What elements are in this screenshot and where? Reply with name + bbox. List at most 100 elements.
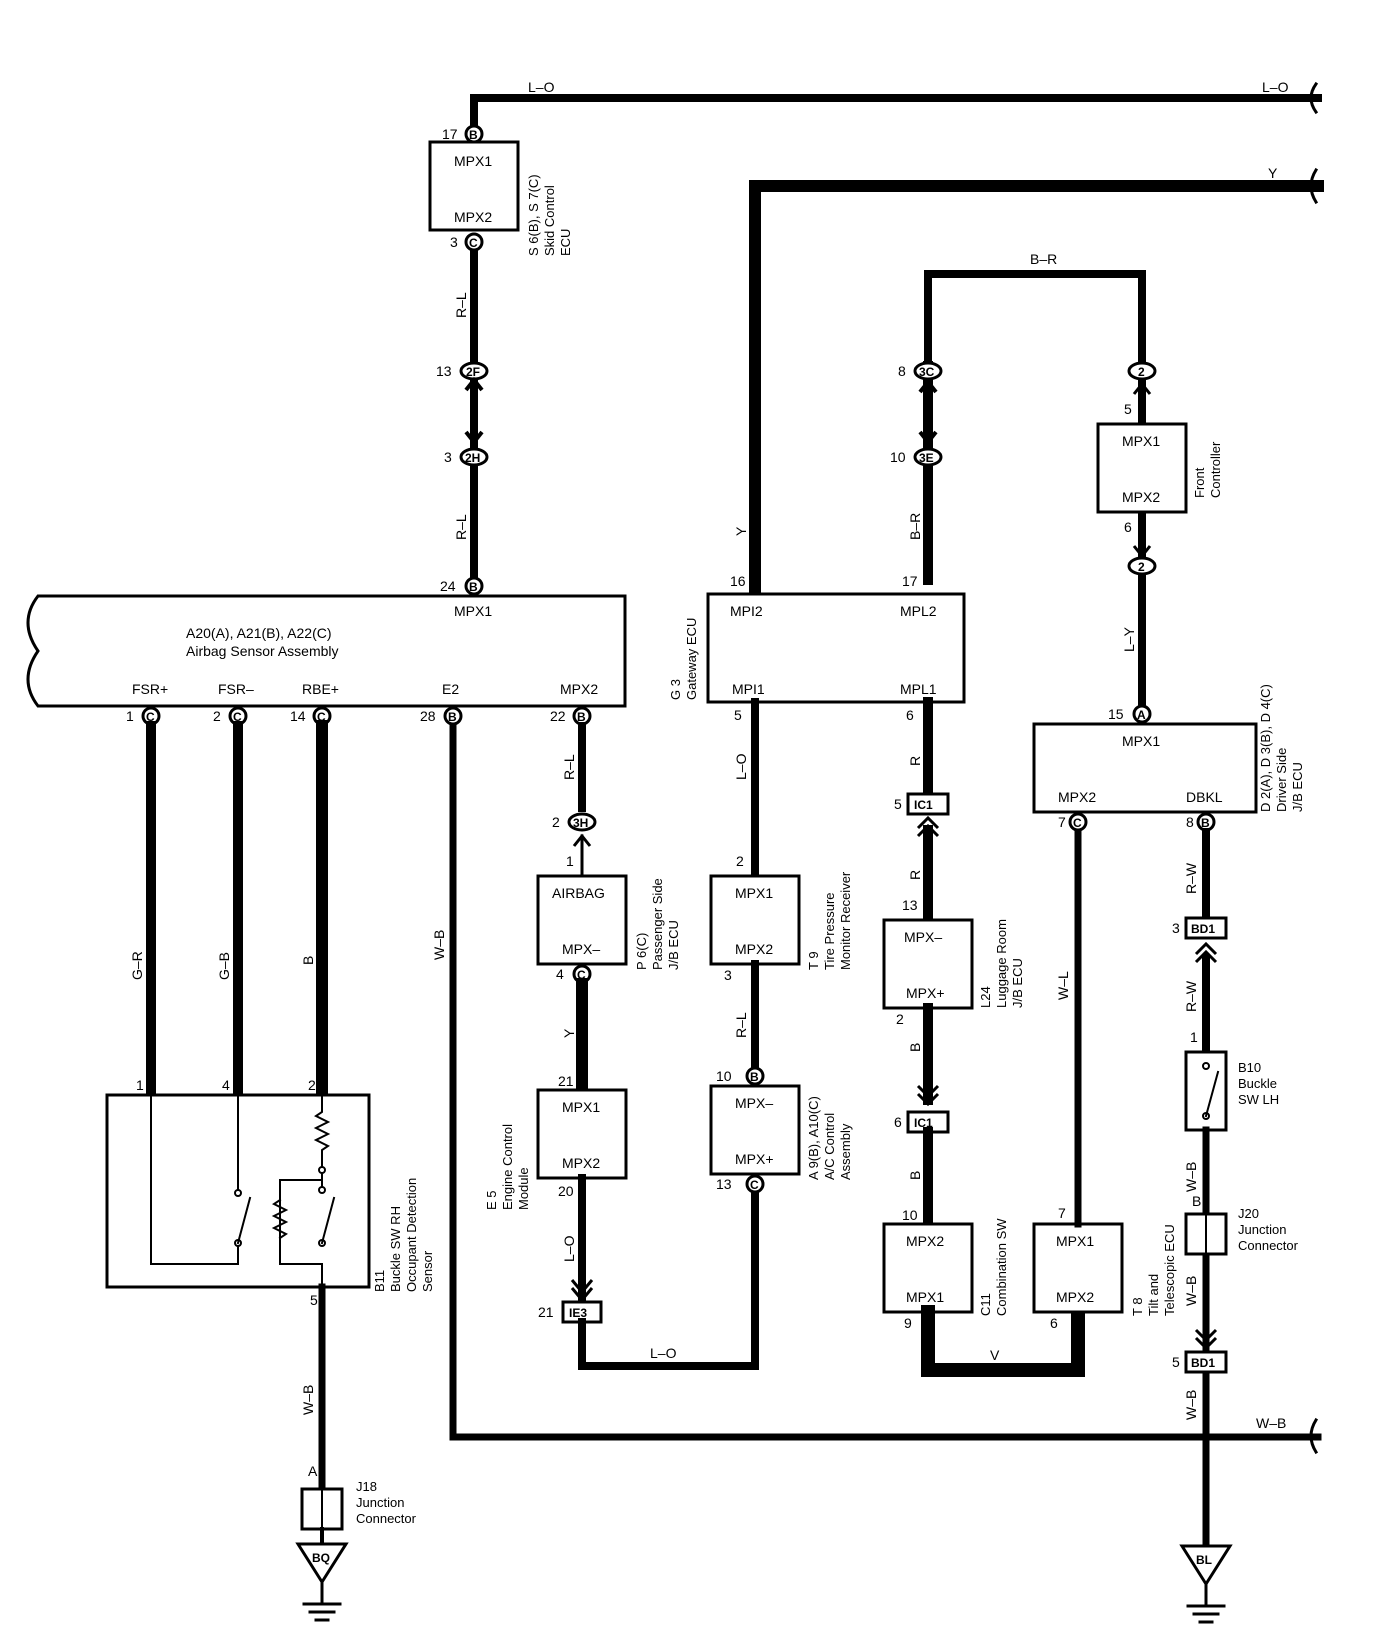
connector-letter: C — [577, 968, 586, 982]
wire-label: R — [907, 870, 923, 880]
ac-mpx-minus: MPX– — [735, 1095, 773, 1111]
component-label: Tire Pressure — [822, 892, 837, 970]
wire-label: V — [990, 1347, 1000, 1363]
connector-id: IE3 — [569, 1306, 587, 1320]
pin-number: 15 — [1108, 706, 1124, 722]
pin-number: 8 — [1186, 814, 1194, 830]
wire-label: B — [907, 1171, 923, 1180]
switch-blade — [236, 1196, 252, 1245]
component-label: J18 — [356, 1479, 377, 1494]
airbag-title: A20(A), A21(B), A22(C) — [186, 625, 332, 641]
wire-label: W–B — [431, 930, 447, 960]
component-label: J20 — [1238, 1206, 1259, 1221]
component-label: Skid Control — [542, 185, 557, 256]
wire-label: L–O — [1262, 79, 1289, 95]
pin-number: 4 — [222, 1077, 230, 1093]
bus-lo: L–O L–O — [470, 79, 1322, 136]
component-label: D 2(A), D 3(B), D 4(C) — [1258, 684, 1273, 812]
passenger-mpx: MPX– — [562, 941, 600, 957]
component-label: Module — [516, 1167, 531, 1210]
engine-module-box — [536, 1088, 628, 1180]
component-label: B11 — [372, 1270, 387, 1292]
pin-number: 5 — [1172, 1354, 1180, 1370]
connector-letter: B — [750, 1070, 759, 1084]
component-label: B10 — [1238, 1060, 1261, 1075]
wire-label: L–Y — [1121, 626, 1137, 652]
switch-contact — [1202, 1062, 1210, 1070]
wire-label: L–O — [528, 79, 555, 95]
pin-number: 17 — [902, 573, 918, 589]
driver-jb-box — [1032, 722, 1258, 814]
pin-number: 7 — [1058, 1205, 1066, 1221]
wire-label: R–L — [453, 292, 469, 318]
pin-number: 9 — [904, 1315, 912, 1331]
wire-label: G–R — [129, 951, 145, 980]
connector-letter: C — [1073, 816, 1082, 830]
pin-number: 14 — [290, 708, 306, 724]
pin-number: 4 — [556, 966, 564, 982]
component-label: A 9(B), A10(C) — [806, 1096, 821, 1180]
connector-letter: C — [469, 236, 478, 250]
front-driver-branch: 2 5 MPX1 MPX2 Front Controller 6 2 L–Y A… — [1032, 361, 1305, 1624]
pin-number: 28 — [420, 708, 436, 724]
pin-number: 5 — [310, 1292, 318, 1308]
pin-number: 8 — [898, 363, 906, 379]
connector-id: 3C — [919, 365, 935, 379]
component-label: Gateway ECU — [684, 618, 699, 700]
tilt-mpx2: MPX2 — [1056, 1289, 1094, 1305]
wire-label: R–L — [561, 754, 577, 780]
wire-label: L–O — [561, 1235, 577, 1262]
component-label: Sensor — [420, 1250, 435, 1292]
component-label: J/B ECU — [1290, 762, 1305, 812]
pin-number: 1 — [126, 708, 134, 724]
junction-arrows — [1194, 1328, 1218, 1351]
pin-number: 1 — [566, 853, 574, 869]
combo-mpx1: MPX1 — [906, 1289, 944, 1305]
wire-label: R–W — [1183, 980, 1199, 1012]
wire-label: Y — [1268, 165, 1278, 181]
connector-id: IC1 — [914, 1116, 933, 1130]
pin-number: 2 — [308, 1077, 316, 1093]
connector-id: BD1 — [1191, 922, 1215, 936]
wire-label: Y — [733, 526, 749, 536]
connector-letter: C — [233, 710, 242, 724]
wire-label: L–O — [733, 753, 749, 780]
gateway-mpl2: MPL2 — [900, 603, 937, 619]
connector-circle — [745, 1066, 765, 1086]
gateway-ecu: MPI2 MPL2 MPI1 MPL1 G 3 Gateway ECU Y 16… — [668, 526, 966, 723]
junction-arrows — [918, 378, 938, 446]
connector-box — [906, 792, 950, 816]
bus-y: Y — [749, 165, 1324, 616]
skid-mpx1: MPX1 — [454, 153, 492, 169]
luggage-mpx-minus: MPX– — [904, 929, 942, 945]
connector-circle — [1132, 704, 1152, 724]
pin-number: 10 — [890, 449, 906, 465]
driver-mpx1: MPX1 — [1122, 733, 1160, 749]
pin-number: 13 — [436, 363, 452, 379]
connector-id: BD1 — [1191, 1356, 1215, 1370]
bus-br: B–R — [924, 251, 1146, 370]
airbag-terminal: RBE+ — [302, 681, 339, 697]
wire-label: B–R — [907, 513, 923, 540]
pin-number: 6 — [1124, 519, 1132, 535]
component-label: Junction — [1238, 1222, 1286, 1237]
pin-number: 2 — [213, 708, 221, 724]
wire-label: Y — [561, 1028, 577, 1038]
component-label: Driver Side — [1274, 748, 1289, 812]
component-label: ECU — [558, 229, 573, 256]
component-label: L24 — [978, 986, 993, 1008]
connector-id: 3E — [919, 451, 934, 465]
skid-control-ecu: MPX1 MPX2 B 17 C 3 S 6(B), S 7(C) Skid C… — [428, 124, 573, 584]
gateway-mpi1: MPI1 — [732, 681, 765, 697]
connector-id: 2 — [1138, 365, 1145, 379]
connector-box — [1184, 1350, 1228, 1374]
component-label: Buckle — [1238, 1076, 1277, 1091]
component-label: T 9 — [806, 951, 821, 970]
connector-letter: B — [448, 710, 457, 724]
pin-number: 2 — [736, 853, 744, 869]
wire-label: W–L — [1055, 971, 1071, 1000]
wire-label: B — [907, 1043, 923, 1052]
connector-letter: B — [577, 710, 586, 724]
tilt-ecu-box — [1032, 1222, 1124, 1314]
airbag-terminal: FSR– — [218, 681, 254, 697]
